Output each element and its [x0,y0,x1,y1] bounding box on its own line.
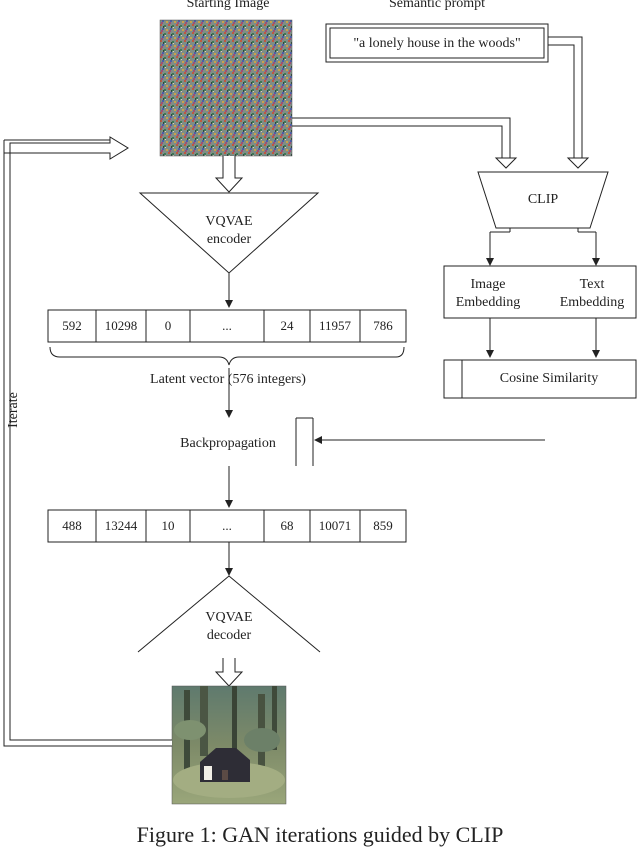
prompt-text: "a lonely house in the woods" [353,36,521,51]
vector-cell: 10298 [104,318,138,333]
starting-image [159,19,293,157]
vector-cell: 13244 [104,518,138,533]
arrow-decoder-to-output [214,658,244,687]
latent-vector-label: Latent vector (576 integers) [150,372,306,387]
image-embedding-label-2: Embedding [455,295,521,310]
image-to-clip-line [292,117,511,158]
vector-cell: 859 [373,518,393,533]
clip-label: CLIP [527,192,559,207]
brace [49,346,405,366]
decoder-triangle [137,575,321,653]
figure-caption: Figure 1: GAN iterations guided by CLIP [136,822,504,847]
vector-cell: 0 [164,318,172,333]
iterate-label: Iterate [5,392,21,428]
embedding-box [443,265,637,319]
decoder-label-1: VQVAE [205,610,253,625]
vector-cell: 24 [280,318,294,333]
latent-vector-1 [47,309,407,343]
iterate-loop [3,136,172,747]
latent-vector-2 [47,509,407,543]
prompt-box-inner [329,27,545,59]
clip-shape [477,171,609,229]
vector-cell: 68 [280,518,294,533]
vector-cell: 786 [373,318,393,333]
vector-cell: 11957 [318,318,352,333]
encoder-label-2: encoder [206,232,252,247]
arrow-image-to-encoder [214,156,244,193]
text-embedding-label-2: Embedding [559,295,625,310]
backprop-label: Backpropagation [180,436,276,451]
encoder-label-1: VQVAE [205,214,253,229]
vector-cell: ... [222,518,232,533]
vector-cell: 592 [62,318,82,333]
decoder-label-2: decoder [206,628,252,643]
vector-cell: 488 [62,518,82,533]
prompt-to-clip-line [548,36,583,158]
text-embedding-label-1: Text [579,277,605,292]
image-embedding-label-1: Image [470,277,506,292]
cosine-label: Cosine Similarity [499,371,599,386]
vector-cell: 10071 [318,518,352,533]
prompt-box-outer [325,23,549,63]
cosine-box [443,359,637,399]
vector-cell: 10 [161,518,175,533]
vector-cell: ... [222,318,232,333]
output-image [171,685,287,805]
encoder-triangle [138,192,320,274]
semantic-prompt-title: Semantic prompt [388,0,486,11]
starting-image-title: Starting Image [186,0,270,11]
